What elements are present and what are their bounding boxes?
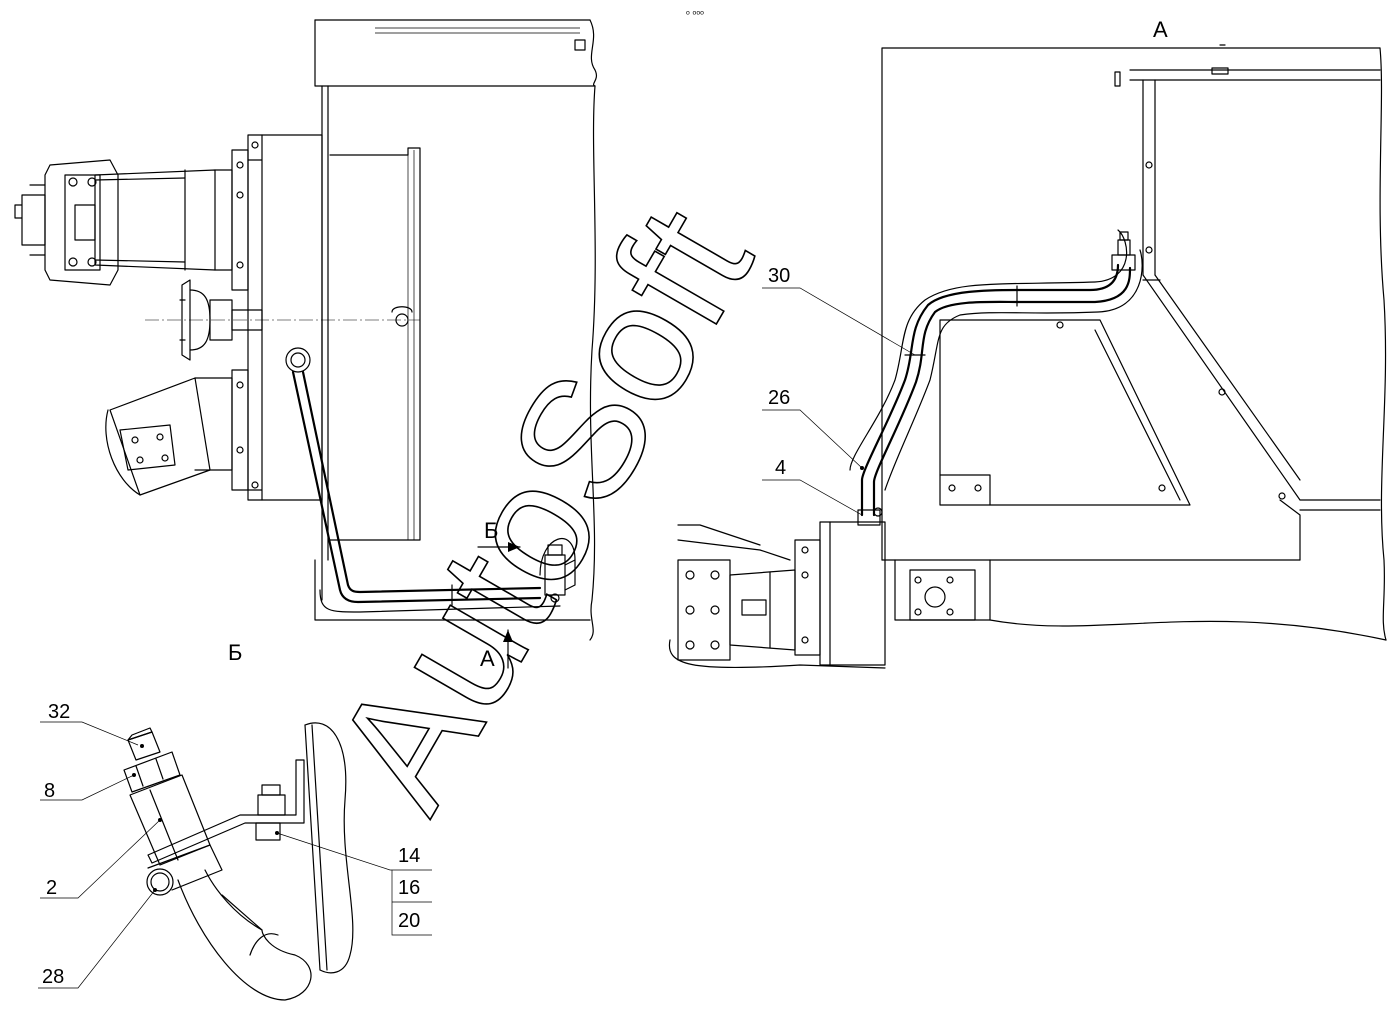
clamp-ring-28	[146, 868, 174, 896]
gearbox-a	[668, 521, 886, 669]
view-arrow-a: А	[480, 629, 513, 671]
inner-panel-a	[939, 319, 1191, 506]
callout-30: 30	[762, 265, 916, 356]
pipe-left	[285, 347, 561, 613]
callout-32: 32	[40, 701, 139, 746]
watermark-text: AutoSoft	[297, 179, 788, 839]
callout-4-label: 4	[775, 457, 786, 479]
left-main-view: Б А	[14, 19, 598, 671]
pipe-body	[177, 879, 312, 1001]
frame-diagonal	[1142, 274, 1381, 501]
callout-20-label: 20	[398, 910, 420, 932]
callout-2-label: 2	[46, 877, 57, 899]
watermark: AutoSoft	[297, 178, 789, 839]
view-b: Б 32	[38, 640, 432, 1001]
fitting-left	[539, 538, 576, 603]
arrow-a-label: А	[480, 646, 495, 671]
break-line-left	[589, 85, 596, 641]
callout-32-label: 32	[48, 701, 70, 723]
upper-pump	[14, 159, 233, 286]
view-a: А	[668, 17, 1387, 669]
callout-2: 2	[40, 819, 161, 899]
callout-4: 4	[762, 457, 863, 516]
callout-14-label: 14	[398, 845, 420, 867]
callout-30-label: 30	[768, 265, 790, 287]
view-arrow-b: Б	[477, 518, 521, 552]
callout-16-label: 16	[398, 877, 420, 899]
callout-8: 8	[40, 774, 135, 802]
callout-28-label: 28	[42, 966, 64, 988]
callout-26-label: 26	[768, 387, 790, 409]
nut-8	[123, 751, 181, 793]
pipe-a	[849, 229, 1143, 526]
inner-panel	[329, 147, 421, 541]
callout-14-16-20: 14 16 20	[276, 832, 432, 936]
frame-top-box	[314, 19, 596, 87]
bracket	[147, 759, 305, 864]
callout-28: 28	[38, 889, 156, 989]
top-marker: ₒ ₒₒₒ	[686, 6, 704, 17]
callout-26: 26	[762, 387, 864, 470]
view-a-title: А	[1153, 17, 1168, 42]
shaft-flange	[179, 279, 263, 361]
arrow-b-label: Б	[484, 518, 498, 543]
lower-pump	[105, 377, 233, 496]
view-b-title: Б	[228, 640, 242, 665]
wall-plate	[304, 724, 328, 971]
gearbox-body	[247, 134, 323, 501]
view-a-frame	[881, 47, 1381, 561]
callout-8-label: 8	[44, 780, 55, 802]
